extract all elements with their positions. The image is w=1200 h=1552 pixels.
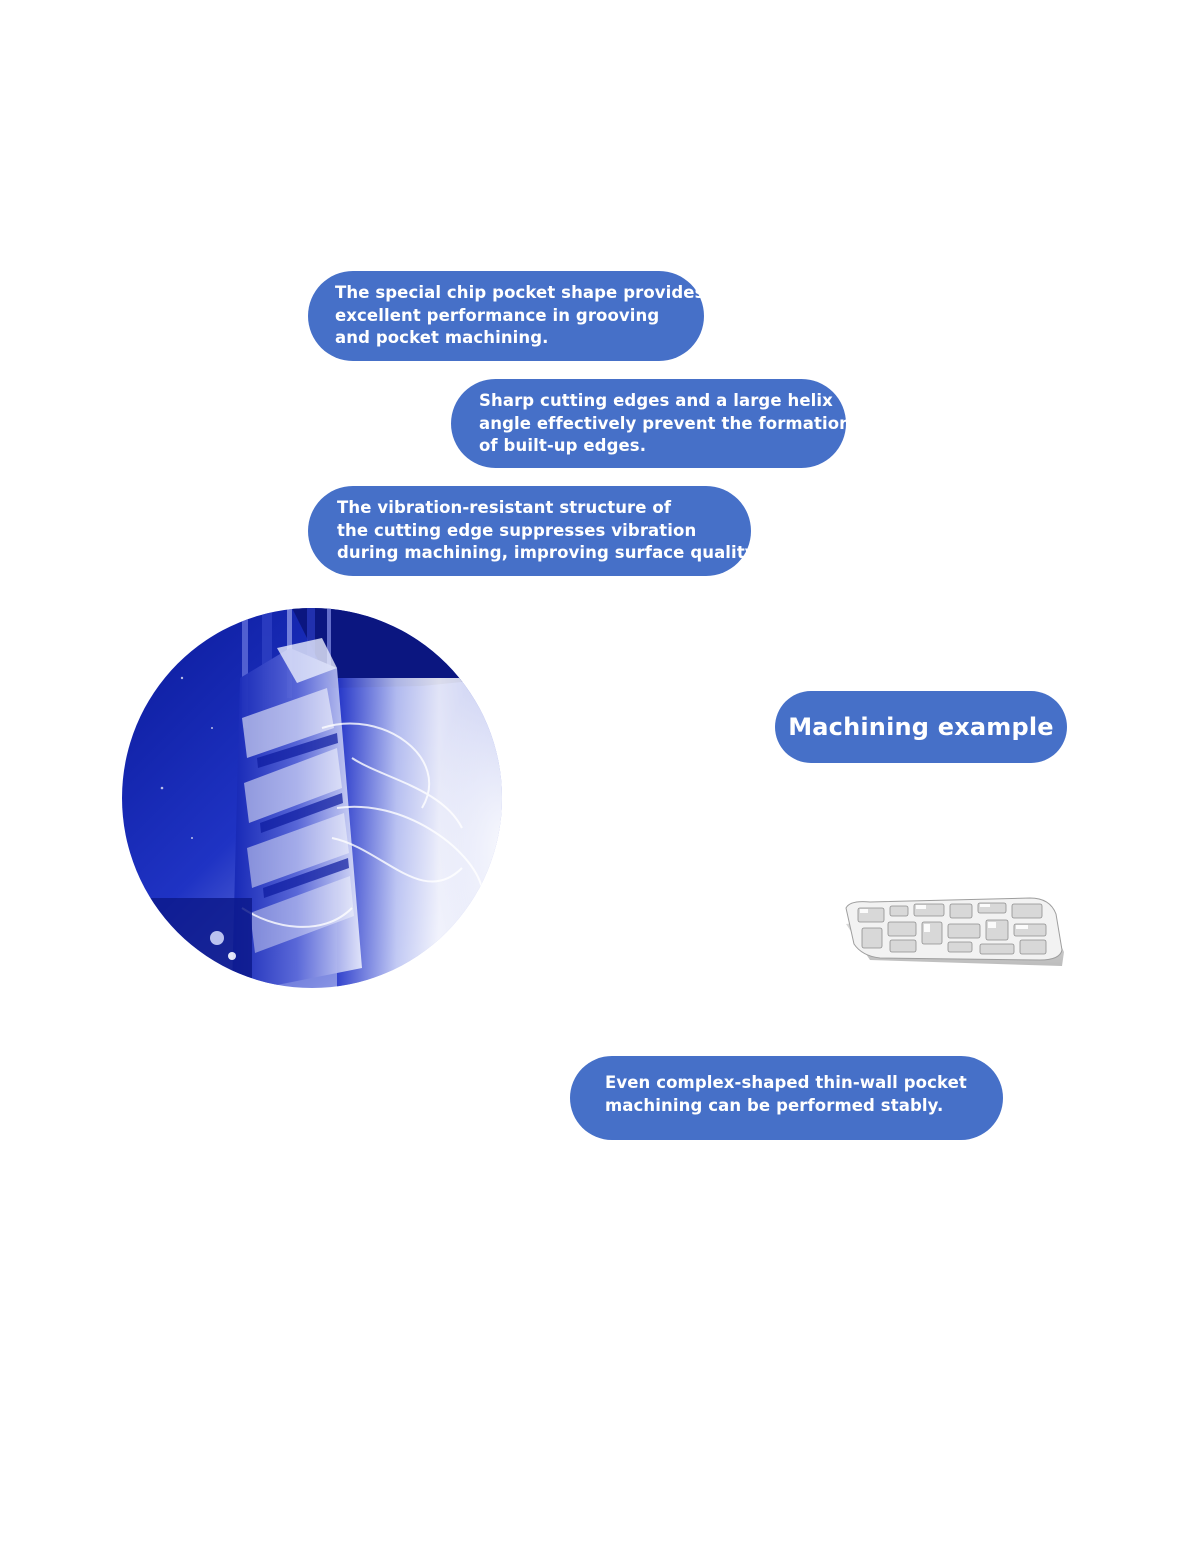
feature-text-line: the cutting edge suppresses vibration xyxy=(337,520,697,540)
feature-text-line: during machining, improving surface qual… xyxy=(337,543,761,562)
end-mill-photo xyxy=(122,608,502,988)
feature-text-line: Sharp cutting edges and a large helix xyxy=(479,391,833,410)
feature-text-line: of built-up edges. xyxy=(479,436,647,455)
feature-vibration-resistant: The vibration-resistant structure of the… xyxy=(308,486,761,576)
feature-chip-pocket: The special chip pocket shape provides e… xyxy=(308,271,704,361)
feature-text-line: The vibration-resistant structure of xyxy=(337,498,672,517)
feature-text-line: angle effectively prevent the formation xyxy=(479,413,851,433)
machining-example-caption: Even complex-shaped thin-wall pocket mac… xyxy=(570,1056,1003,1140)
feature-text-line: excellent performance in grooving xyxy=(335,305,660,325)
feature-text-line: The special chip pocket shape provides xyxy=(335,283,705,302)
feature-sharp-edges: Sharp cutting edges and a large helix an… xyxy=(451,379,851,468)
caption-text-line: Even complex-shaped thin-wall pocket xyxy=(605,1073,967,1092)
caption-text-line: machining can be performed stably. xyxy=(605,1095,944,1115)
feature-text-line: and pocket machining. xyxy=(335,328,549,347)
machined-part-image xyxy=(845,897,1064,966)
machining-example-title: Machining example xyxy=(775,691,1067,763)
